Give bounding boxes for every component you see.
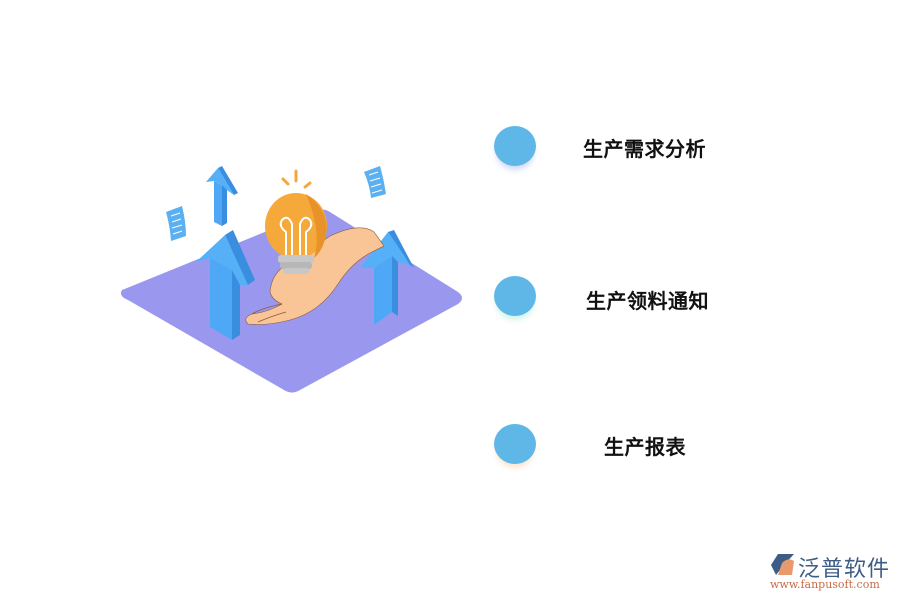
- brand-logo: 泛普软件 www.fanpusoft.com: [768, 551, 898, 596]
- bullet-dot-icon: [494, 126, 536, 166]
- document-icon: [166, 206, 186, 241]
- list-item: 生产领料通知: [0, 274, 900, 324]
- item-label: 生产领料通知: [586, 289, 709, 313]
- hand-icon: [245, 227, 385, 325]
- arrow-up-icon: [206, 166, 238, 226]
- document-icon: [364, 166, 386, 198]
- list-item: 生产需求分析: [0, 124, 900, 174]
- bullet-dot-icon: [494, 276, 536, 316]
- logo-icon: [771, 554, 794, 575]
- arrow-up-icon: [196, 230, 255, 340]
- logo-name: 泛普软件: [798, 557, 891, 582]
- bullet-dot-icon: [494, 424, 536, 464]
- arrow-up-icon: [360, 230, 414, 325]
- item-label: 生产报表: [604, 435, 686, 459]
- list-item: 生产报表: [0, 423, 900, 473]
- light-bulb-icon: [265, 169, 327, 274]
- logo-url: www.fanpusoft.com: [770, 578, 880, 591]
- item-label: 生产需求分析: [583, 137, 706, 161]
